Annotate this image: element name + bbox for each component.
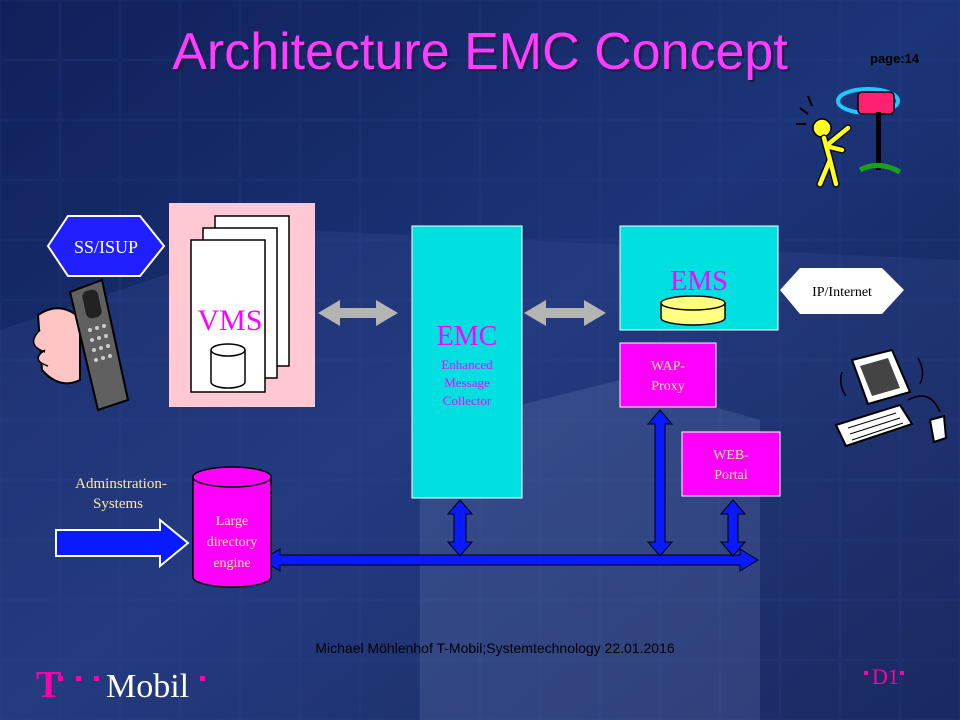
mobile-phone-icon: [32, 278, 130, 412]
directory-engine-line-3: engine: [213, 556, 250, 571]
wap-bus-connector: [646, 409, 674, 557]
logo-t: T: [36, 664, 61, 706]
vms-box: [190, 239, 266, 393]
ip-internet-label: IP/Internet: [812, 285, 872, 300]
web-portal-line-2: Portal: [714, 468, 748, 483]
vms-database-icon: [210, 343, 246, 389]
admin-systems-line-2: Systems: [93, 496, 143, 512]
computer-icon: [834, 348, 948, 448]
ip-internet-arrow: [780, 268, 904, 314]
ems-database-icon: [660, 295, 726, 326]
directory-engine-line-1: Large: [216, 514, 248, 529]
page-number: page:14: [870, 51, 920, 66]
vms-label: VMS: [197, 304, 262, 337]
d1-logo: D1: [864, 664, 904, 689]
wap-proxy-line-2: Proxy: [651, 379, 684, 394]
administration-arrow: [55, 517, 190, 569]
emc-subtitle-1: Enhanced: [441, 357, 493, 372]
web-portal-box: [681, 431, 781, 497]
emc-box: [411, 225, 523, 499]
t-mobil-logo: T Mobil: [36, 664, 205, 706]
directory-engine-cylinder: [192, 466, 272, 588]
logo-d1: D1: [872, 664, 899, 689]
ss-isup-label: SS/ISUP: [74, 237, 138, 257]
web-portal-line-1: WEB-: [713, 448, 749, 463]
web-bus-connector: [719, 499, 747, 557]
ss-isup-arrow: [46, 215, 166, 277]
directory-engine-line-2: directory: [207, 535, 258, 550]
emc-bus-connector: [446, 499, 474, 557]
vms-emc-arrow: [318, 300, 398, 326]
ems-label: EMS: [670, 266, 728, 297]
data-bus: [261, 548, 759, 572]
admin-systems-line-1: Adminstration-: [75, 476, 167, 492]
wap-proxy-line-1: WAP-: [651, 359, 686, 374]
footer-text: Michael Möhlenhof T-Mobil;Systemtechnolo…: [315, 640, 675, 656]
person-mailbox-icon: [796, 87, 902, 188]
emc-subtitle-2: Message: [444, 375, 490, 390]
emc-ems-arrow: [524, 300, 606, 326]
emc-subtitle-3: Collector: [443, 393, 492, 408]
slide-title: Architecture EMC Concept: [172, 23, 788, 81]
logo-mobil: Mobil: [106, 668, 189, 705]
wap-proxy-box: [619, 342, 717, 408]
emc-title: EMC: [437, 321, 498, 352]
